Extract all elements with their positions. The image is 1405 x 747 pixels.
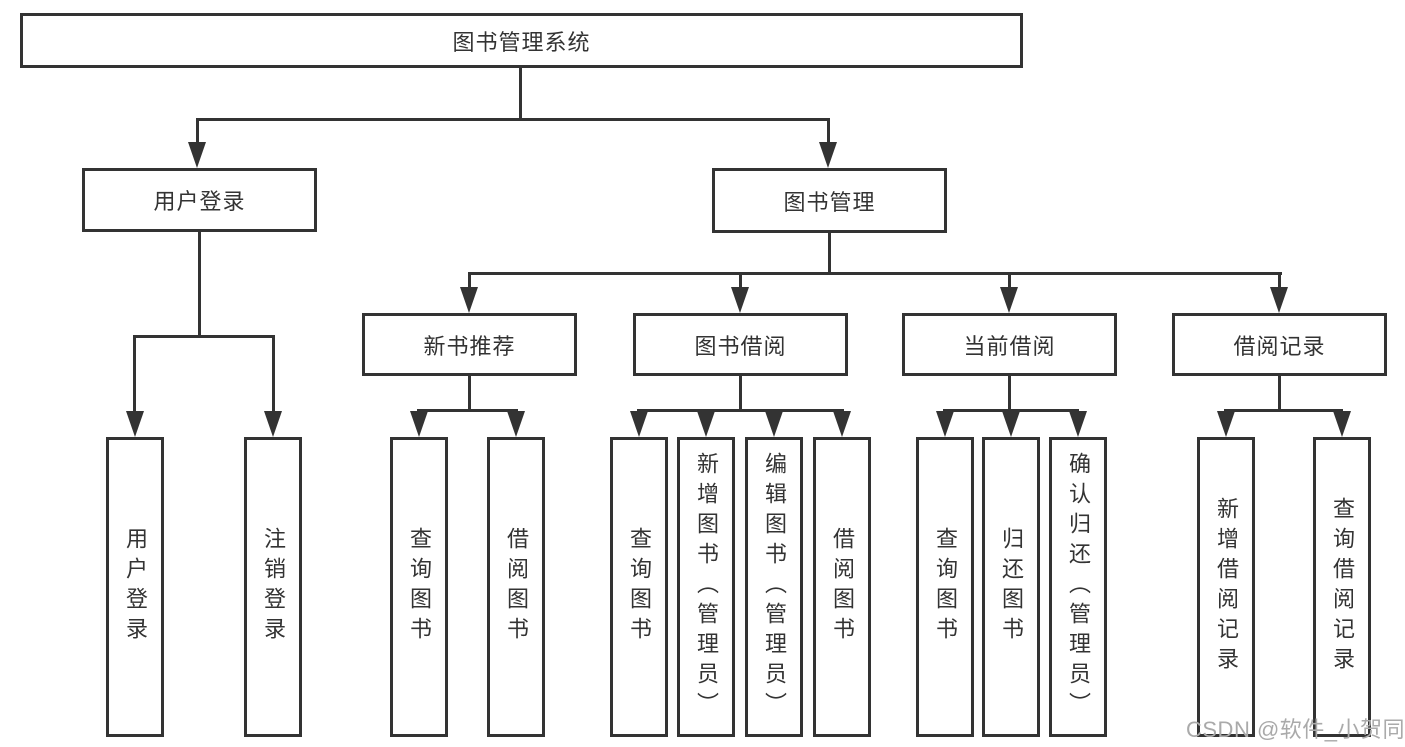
- node-new-book-recommend: 新书推荐: [362, 313, 577, 376]
- leaf-borrow-book-recommend: 借阅图书: [487, 437, 545, 737]
- arrowhead-down-icon: [630, 411, 648, 437]
- leaf-query-borrow-record: 查询借阅记录: [1313, 437, 1371, 737]
- connector-line: [133, 335, 275, 338]
- arrowhead-down-icon: [1270, 287, 1288, 313]
- connector-line: [468, 376, 471, 410]
- arrowhead-down-icon: [731, 287, 749, 313]
- arrowhead-down-icon: [936, 411, 954, 437]
- connector-line: [828, 233, 831, 273]
- arrowhead-down-icon: [833, 411, 851, 437]
- connector-line: [468, 272, 1282, 275]
- arrowhead-down-icon: [460, 287, 478, 313]
- arrowhead-down-icon: [1217, 411, 1235, 437]
- arrowhead-down-icon: [126, 411, 144, 437]
- connector-line: [198, 232, 201, 335]
- node-borrow-records: 借阅记录: [1172, 313, 1387, 376]
- leaf-add-borrow-record: 新增借阅记录: [1197, 437, 1255, 737]
- arrowhead-down-icon: [819, 142, 837, 168]
- node-current-borrow: 当前借阅: [902, 313, 1117, 376]
- connector-line: [468, 272, 471, 290]
- watermark-text: CSDN @软件_小贺同学: [1186, 717, 1405, 742]
- arrowhead-down-icon: [410, 411, 428, 437]
- connector-line: [272, 335, 275, 413]
- connector-line: [1278, 376, 1281, 410]
- node-book-borrow: 图书借阅: [633, 313, 848, 376]
- leaf-edit-book-admin: 编辑图书（管理员）: [745, 437, 803, 737]
- connector-line: [417, 409, 518, 412]
- arrowhead-down-icon: [1333, 411, 1351, 437]
- leaf-query-book-current: 查询图书: [916, 437, 974, 737]
- connector-line: [827, 118, 830, 144]
- arrowhead-down-icon: [697, 411, 715, 437]
- connector-line: [637, 409, 844, 412]
- connector-line: [1278, 272, 1281, 290]
- connector-line: [739, 272, 742, 290]
- arrowhead-down-icon: [765, 411, 783, 437]
- arrowhead-down-icon: [264, 411, 282, 437]
- node-user-login: 用户登录: [82, 168, 317, 232]
- connector-line: [519, 68, 522, 119]
- leaf-add-book-admin: 新增图书（管理员）: [677, 437, 735, 737]
- arrowhead-down-icon: [1002, 411, 1020, 437]
- leaf-query-book-borrow: 查询图书: [610, 437, 668, 737]
- connector-line: [1008, 272, 1011, 290]
- connector-line: [1008, 376, 1011, 410]
- leaf-confirm-return-admin: 确认归还（管理员）: [1049, 437, 1107, 737]
- leaf-logout: 注销登录: [244, 437, 302, 737]
- leaf-borrow-book: 借阅图书: [813, 437, 871, 737]
- leaf-query-book-recommend: 查询图书: [390, 437, 448, 737]
- connector-line: [196, 118, 199, 144]
- node-book-management: 图书管理: [712, 168, 947, 233]
- arrowhead-down-icon: [188, 142, 206, 168]
- connector-line: [133, 335, 136, 413]
- arrowhead-down-icon: [507, 411, 525, 437]
- connector-line: [197, 118, 830, 121]
- arrowhead-down-icon: [1069, 411, 1087, 437]
- connector-line: [739, 376, 742, 410]
- connector-line: [1224, 409, 1343, 412]
- leaf-return-book: 归还图书: [982, 437, 1040, 737]
- leaf-user-login: 用户登录: [106, 437, 164, 737]
- node-root: 图书管理系统: [20, 13, 1023, 68]
- arrowhead-down-icon: [1000, 287, 1018, 313]
